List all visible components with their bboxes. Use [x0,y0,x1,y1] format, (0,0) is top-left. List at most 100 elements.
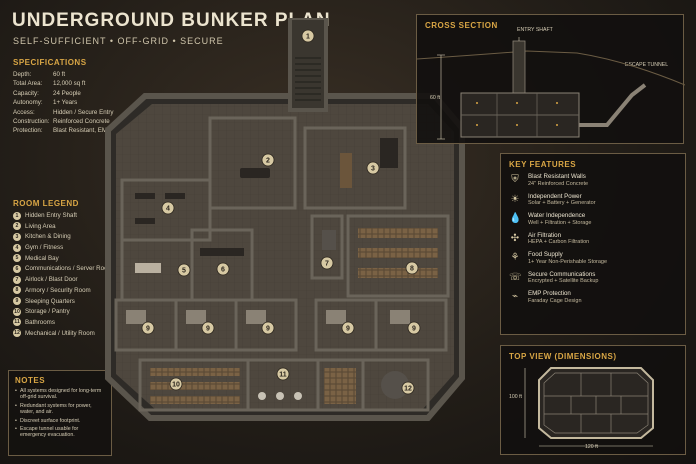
legend-label: Armory / Security Room [25,286,91,294]
plan-marker-number: 1 [306,34,310,41]
plan-marker-number: 2 [266,158,270,165]
room-mechanical [361,358,430,412]
feature-subtitle: Well + Filtration + Storage [528,219,592,226]
legend-label: Hidden Entry Shaft [25,212,77,219]
room-legend-heading: ROOM LEGEND [13,199,79,208]
feature-title: Water Independence [528,212,586,219]
notes-panel: NOTES All systems designed for long-term… [8,370,112,456]
spec-row: Depth:60 ft [13,70,153,79]
legend-label: Bathrooms [25,318,55,326]
plan-marker-sleep-3: 9 [261,321,275,335]
spec-row: Protection: Blast Resistant, EMP Hardened [13,126,153,135]
room-sleep-3 [234,298,298,352]
plan-marker-circle [261,153,275,167]
page-title: UNDERGROUND BUNKER PLAN [12,10,331,31]
spec-row: Construction:Reinforced Concrete [13,117,153,126]
spec-key: Protection: [13,127,43,135]
spec-row: Capacity:24 People [13,89,153,98]
legend-label: Sleeping Quarters [25,297,75,305]
plan-marker-circle [201,321,215,335]
plan-marker-circle [276,367,290,381]
plan-marker-circle [407,321,421,335]
notes-list: All systems designed for long-term off-g… [15,388,105,439]
plan-marker-number: 3 [371,166,375,173]
spec-value: Blast Resistant, EMP Hardened [53,127,140,135]
legend-item: 10 Storage / Pantry [13,307,125,316]
plan-marker-bathrooms: 11 [276,367,290,381]
plan-marker-circle [366,161,380,175]
plan-marker-number: 10 [172,382,180,389]
feature-subtitle: HEPA + Carbon Filtration [528,239,590,245]
top-view-drawing [524,367,654,447]
feature-subtitle: 1+ Year Non-Perishable Storage [528,258,608,265]
legend-number: 8 [13,286,21,295]
legend-number: 7 [13,275,21,284]
feature-title: Independent Power [528,192,582,200]
plan-marker-circle [405,261,419,275]
cross-section-panel: CROSS SECTION ENTRY SHAFT ESCAPE TUNNEL … [416,14,685,144]
legend-number: 12 [13,329,21,338]
plan-marker-sleep-4: 9 [341,321,355,335]
plan-marker-circle [320,256,334,270]
feature-title: Secure Communications [528,270,596,278]
feature-subtitle: 24" Reinforced Concrete [528,180,589,187]
note-item: Redundant systems for power, water, and … [15,403,105,416]
furniture [126,138,438,404]
cross-section-drawing [417,37,685,140]
feature-title: Food Supply [528,251,563,258]
plan-marker-circle [161,201,175,215]
legend-number: 10 [13,307,21,316]
page-subtitle: SELF-SUFFICIENT • OFF-GRID • SECURE [13,36,224,46]
top-view-panel: TOP VIEW (DIMENSIONS) 100 ft 120 ft [500,345,686,455]
spec-key: Autonomy: [13,99,43,107]
specifications-heading: SPECIFICATIONS [13,58,87,67]
legend-item: 8 Armory / Security Room [13,286,125,295]
plan-marker-comms: 6 [216,262,230,276]
feature-subtitle: Faraday Cage Design [528,297,582,304]
plan-marker-number: 5 [182,268,186,275]
plan-marker-circle [301,29,315,43]
feature-title: Air Filtration [528,231,562,239]
entry-shaft-label: ENTRY SHAFT [517,27,553,33]
sun-icon: ☀ [510,193,520,205]
plan-marker-number: 9 [146,326,150,333]
shield-icon: ⛨ [511,174,519,185]
spec-key: Construction: [13,118,50,126]
legend-label: Mechanical / Utility Room [25,329,95,337]
legend-label: Medical Bay [25,254,59,262]
plan-marker-airlock: 7 [320,256,334,270]
legend-label: Kitchen & Dining [25,233,71,241]
plan-marker-number: 9 [206,326,210,333]
spec-key: Access: [13,108,35,116]
spec-row: Access:Hidden / Secure Entry [13,108,153,117]
plan-marker-circle [401,381,415,395]
emp-icon: ⌁ [511,291,519,302]
plan-marker-storage: 10 [169,377,183,391]
room-living [208,116,297,210]
top-view-heading: TOP VIEW (DIMENSIONS) [509,352,617,361]
spec-key: Total Area: [13,80,43,88]
plan-marker-circle [169,377,183,391]
interior-walls [114,116,450,412]
legend-label: Storage / Pantry [25,308,70,316]
room-armory [346,214,450,298]
plan-marker-number: 12 [404,386,412,393]
